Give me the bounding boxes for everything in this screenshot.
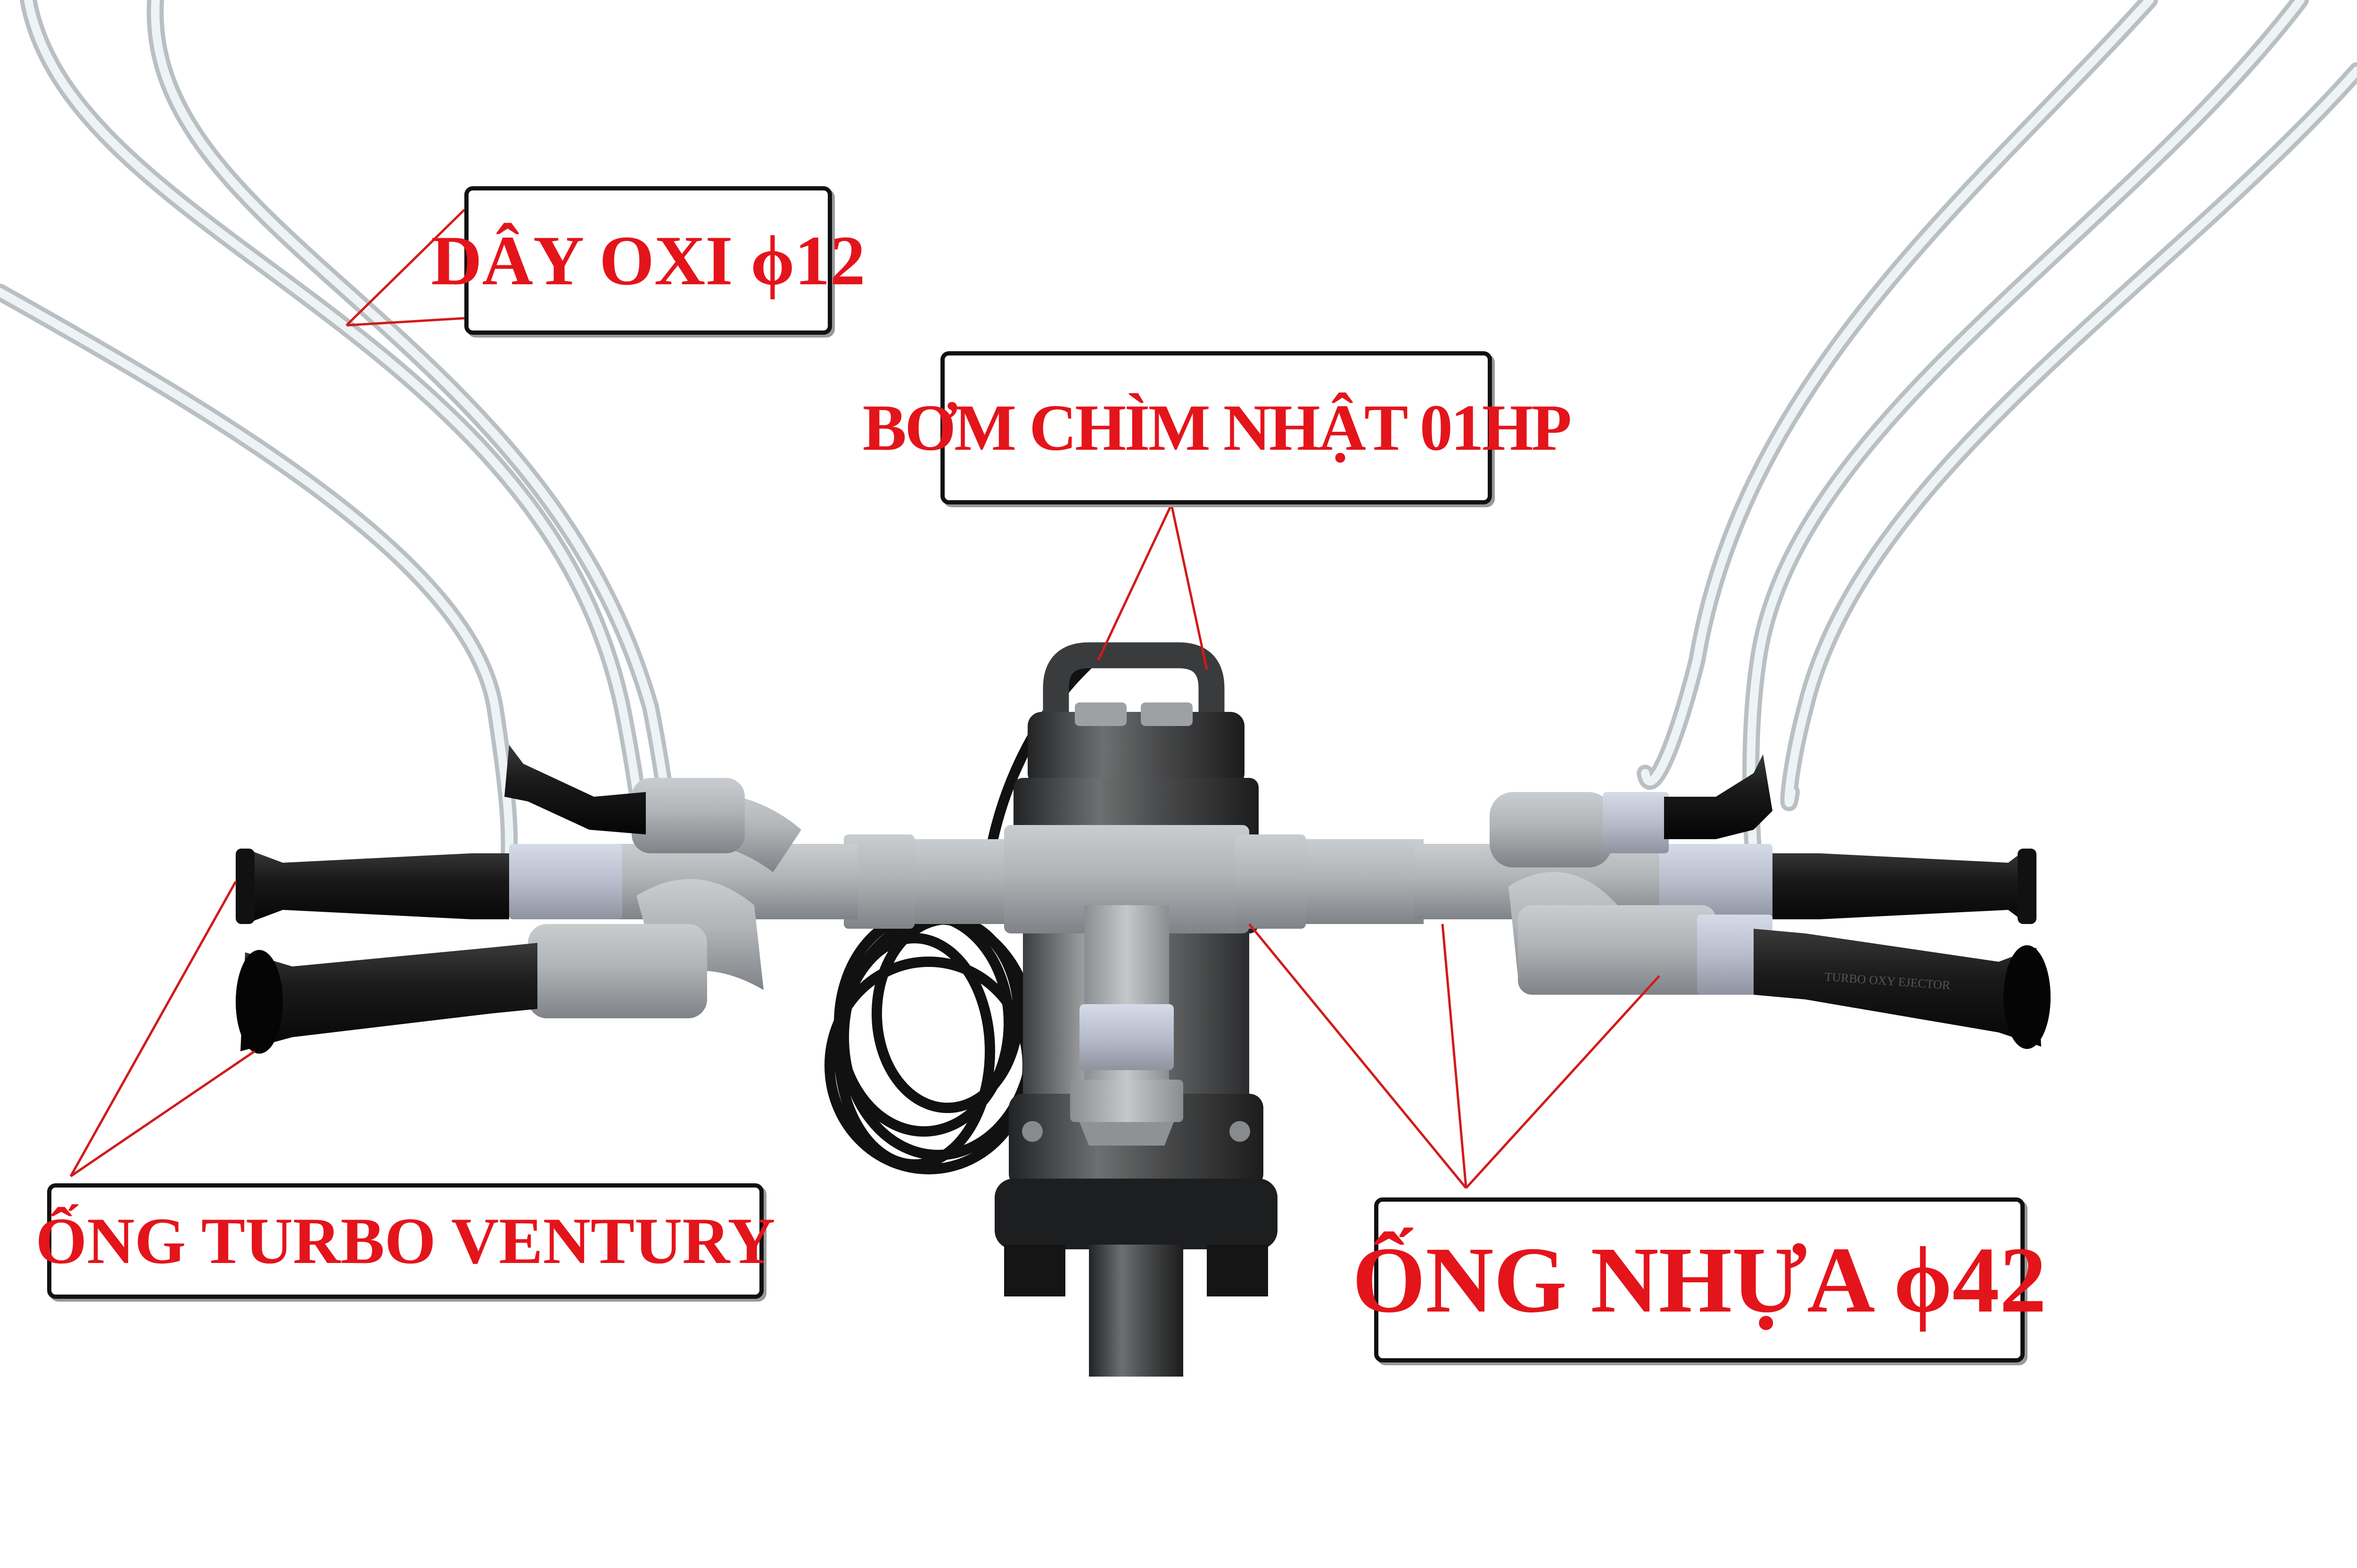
turbo-venturi-nozzles-right: TURBO OXY EJECTOR [1664, 754, 2051, 1049]
left-branch [236, 745, 858, 1054]
pvc-manifold [844, 825, 1424, 1146]
oxygen-hoses [0, 0, 2357, 951]
pump-label: BƠM CHÌM NHẬT 01HP [863, 351, 1572, 504]
turbo-venturi-nozzles-left [236, 745, 646, 1054]
pump-label-text: BƠM CHÌM NHẬT 01HP [862, 391, 1572, 464]
oxygen-hose-label-text: DÂY OXI ϕ12 [431, 221, 865, 300]
leader-lines [69, 209, 1660, 1189]
oxygen-hose-label: DÂY OXI ϕ12 [431, 186, 865, 335]
plastic-pipe-label-text: ỐNG NHỰA ϕ42 [1352, 1228, 2047, 1332]
right-branch: TURBO OXY EJECTOR [1414, 754, 2051, 1049]
turbo-venturi-label-text: ỐNG TURBO VENTURY [35, 1205, 775, 1278]
turbo-venturi-label: ỐNG TURBO VENTURY [35, 1183, 775, 1299]
plastic-pipe-label: ỐNG NHỰA ϕ42 [1352, 1197, 2046, 1362]
